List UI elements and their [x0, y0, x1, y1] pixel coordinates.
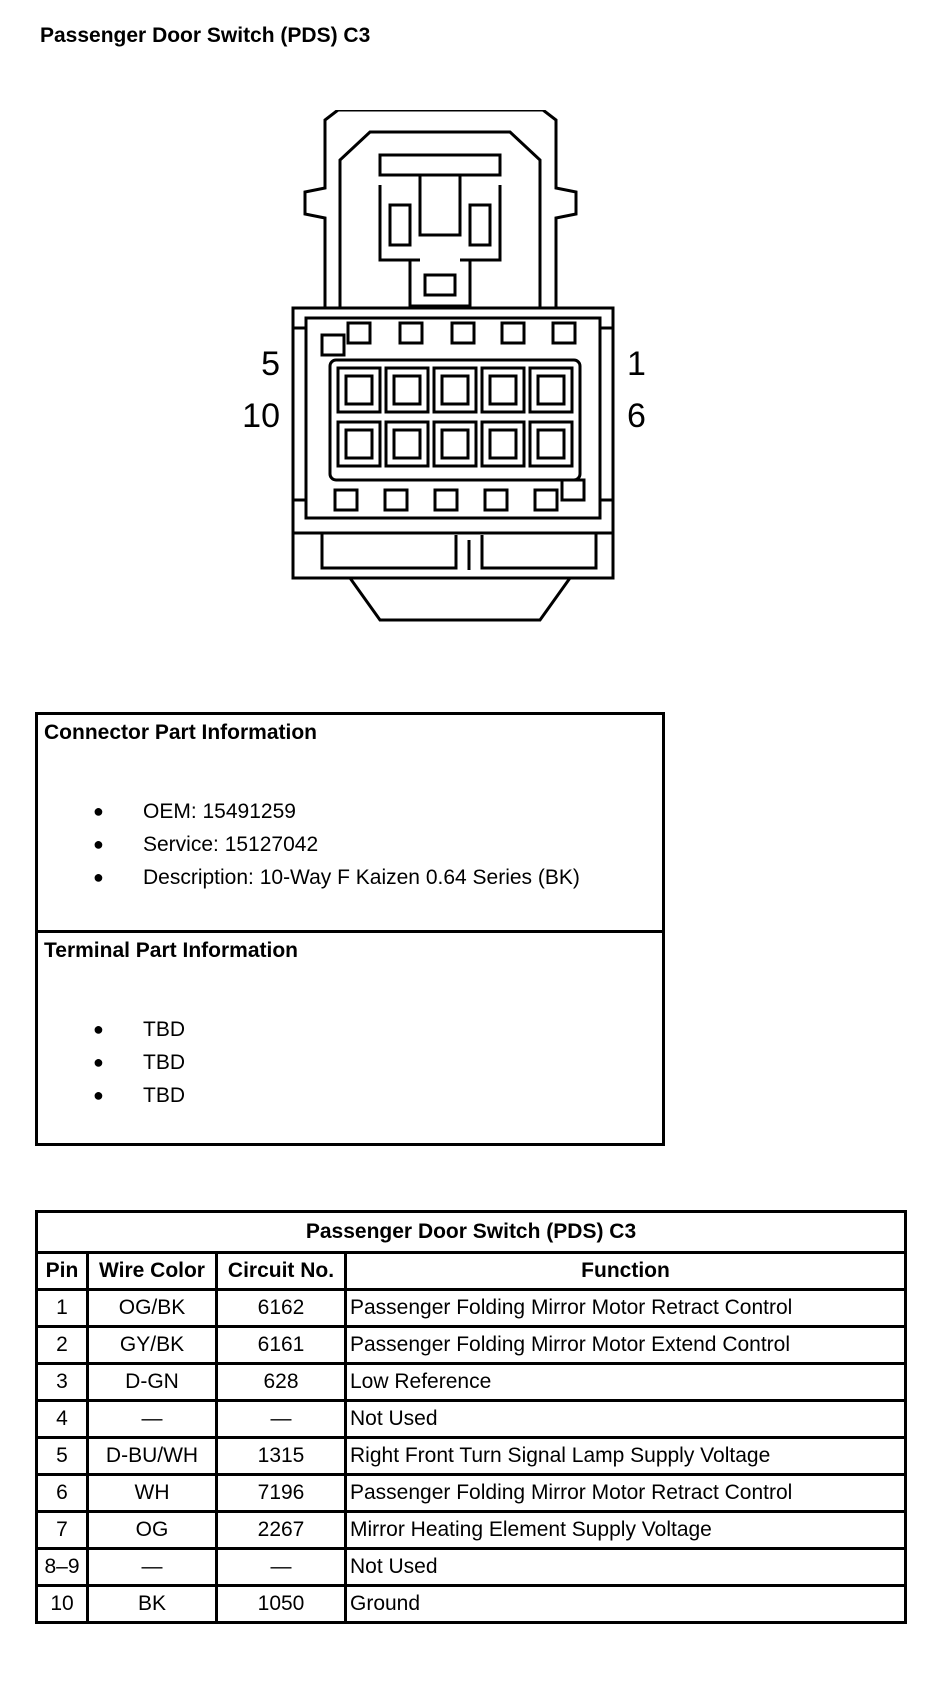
cell-circuit: 1050	[215, 1584, 347, 1624]
table-row: 4——Not Used	[35, 1399, 907, 1439]
bullet-icon: ●	[93, 1085, 104, 1105]
table-caption-row: Passenger Door Switch (PDS) C3	[35, 1210, 907, 1254]
cell-wire-color: WH	[86, 1473, 218, 1513]
cell-wire-color: OG	[86, 1510, 218, 1550]
cell-function: Passenger Folding Mirror Motor Extend Co…	[344, 1325, 907, 1365]
terminal-part-info: Terminal Part Information ● TBD ● TBD ● TBD	[38, 933, 662, 1143]
cell-circuit: 6162	[215, 1288, 347, 1328]
cell-pin: 10	[35, 1584, 89, 1624]
cell-pin: 5	[35, 1436, 89, 1476]
cell-pin: 4	[35, 1399, 89, 1439]
cell-pin: 6	[35, 1473, 89, 1513]
cell-function: Not Used	[344, 1547, 907, 1587]
cell-wire-color: BK	[86, 1584, 218, 1624]
cell-circuit: —	[215, 1399, 347, 1439]
header-function: Function	[344, 1251, 907, 1291]
cell-circuit: 7196	[215, 1473, 347, 1513]
connector-diagram: 5 1 10 6	[240, 110, 720, 630]
part-info-box: Connector Part Information ● OEM: 1549125…	[35, 712, 665, 1146]
cell-circuit: 628	[215, 1362, 347, 1402]
cell-circuit: 6161	[215, 1325, 347, 1365]
cell-wire-color: D-GN	[86, 1362, 218, 1402]
list-item-text: TBD	[143, 1084, 185, 1107]
connector-part-list: ● OEM: 15491259 ● Service: 15127042 ● Descr…	[38, 795, 580, 894]
list-item-text: Service: 15127042	[143, 833, 319, 856]
connector-face-drawing: 5 1 10 6	[242, 110, 646, 622]
cell-pin: 1	[35, 1288, 89, 1328]
bullet-icon: ●	[93, 1052, 104, 1072]
cell-wire-color: D-BU/WH	[86, 1436, 218, 1476]
table-header-row: Pin Wire Color Circuit No. Function	[35, 1251, 907, 1291]
header-wire-color: Wire Color	[86, 1251, 218, 1291]
connector-part-info: Connector Part Information ● OEM: 1549125…	[38, 715, 662, 933]
cell-pin: 3	[35, 1362, 89, 1402]
list-item: ● TBD	[38, 1046, 185, 1079]
list-item-text: Description: 10-Way F Kaizen 0.64 Series…	[143, 866, 580, 889]
list-item-text: TBD	[143, 1018, 185, 1041]
cell-circuit: 1315	[215, 1436, 347, 1476]
cell-function: Passenger Folding Mirror Motor Retract C…	[344, 1288, 907, 1328]
cell-wire-color: GY/BK	[86, 1325, 218, 1365]
cell-circuit: 2267	[215, 1510, 347, 1550]
cell-wire-color: —	[86, 1547, 218, 1587]
header-circuit: Circuit No.	[215, 1251, 347, 1291]
list-item: ● Service: 15127042	[38, 828, 580, 861]
cell-function: Mirror Heating Element Supply Voltage	[344, 1510, 907, 1550]
list-item: ● TBD	[38, 1079, 185, 1112]
list-item-text: OEM: 15491259	[143, 800, 296, 823]
pin-label-10: 10	[242, 397, 280, 435]
page-title: Passenger Door Switch (PDS) C3	[40, 24, 371, 47]
list-item-text: TBD	[143, 1051, 185, 1074]
list-item: ● OEM: 15491259	[38, 795, 580, 828]
cell-wire-color: OG/BK	[86, 1288, 218, 1328]
cell-function: Right Front Turn Signal Lamp Supply Volt…	[344, 1436, 907, 1476]
list-item: ● Description: 10-Way F Kaizen 0.64 Serie…	[38, 861, 580, 894]
bullet-icon: ●	[93, 801, 104, 821]
bullet-icon: ●	[93, 1019, 104, 1039]
terminal-part-list: ● TBD ● TBD ● TBD	[38, 1013, 185, 1112]
cell-pin: 2	[35, 1325, 89, 1365]
table-row: 8–9——Not Used	[35, 1547, 907, 1587]
cell-function: Ground	[344, 1584, 907, 1624]
cell-wire-color: —	[86, 1399, 218, 1439]
list-item: ● TBD	[38, 1013, 185, 1046]
cell-circuit: —	[215, 1547, 347, 1587]
cell-function: Not Used	[344, 1399, 907, 1439]
terminal-part-heading: Terminal Part Information	[44, 939, 298, 962]
bullet-icon: ●	[93, 867, 104, 887]
header-pin: Pin	[35, 1251, 89, 1291]
pin-label-5: 5	[261, 345, 280, 383]
pin-table: Passenger Door Switch (PDS) C3 Pin Wire …	[35, 1210, 907, 1624]
cell-pin: 7	[35, 1510, 89, 1550]
cell-function: Low Reference	[344, 1362, 907, 1402]
pin-label-1: 1	[627, 345, 646, 383]
pin-label-6: 6	[627, 397, 646, 435]
table-caption: Passenger Door Switch (PDS) C3	[35, 1210, 907, 1254]
cell-pin: 8–9	[35, 1547, 89, 1587]
connector-part-heading: Connector Part Information	[44, 721, 318, 744]
bullet-icon: ●	[93, 834, 104, 854]
cell-function: Passenger Folding Mirror Motor Retract C…	[344, 1473, 907, 1513]
